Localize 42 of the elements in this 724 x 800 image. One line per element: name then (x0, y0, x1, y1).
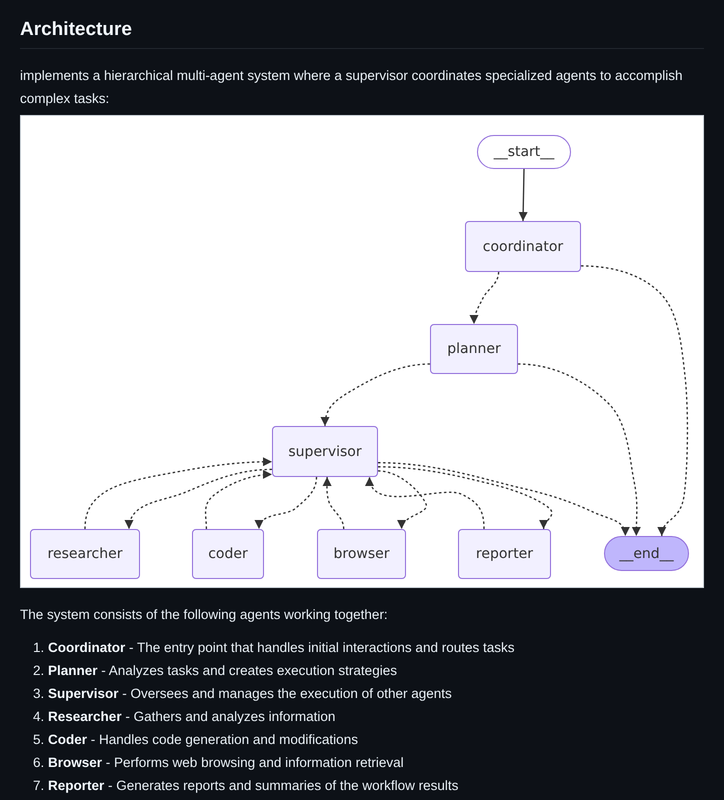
arrow (84, 457, 272, 530)
process-box (458, 529, 551, 579)
arrow (204, 470, 272, 530)
arrow (378, 462, 630, 536)
list-item: 7. Reporter - Generates reports and summaries of the workflow results (33, 777, 460, 795)
process-box (465, 221, 581, 272)
process-box (317, 529, 406, 579)
list-item: 2. Planner - Analyzes tasks and creates execution strategies (33, 662, 398, 680)
arrow (125, 468, 272, 530)
section-heading: Architecture (20, 18, 133, 42)
arrow (322, 477, 344, 530)
process-box (272, 426, 378, 477)
list-item: 1. Coordinator - The entry point that handles initial interactions and routes tasks (33, 639, 516, 657)
arrow (256, 476, 318, 530)
arrow (378, 470, 427, 530)
paragraph: implements a hierarchical multi-agent system where a supervisor coordinates specialized agents to accomplish complex tasks: (20, 67, 684, 108)
list-item: 3. Supervisor - Oversees and manages the execution of other agents (33, 685, 453, 703)
list-item: 5. Coder - Handles code generation and modifications (33, 731, 359, 749)
list-item: 4. Researcher - Gathers and analyzes information (33, 708, 336, 726)
node-label: __start__ (494, 144, 554, 160)
arrow (580, 265, 688, 536)
node-label: planner (447, 341, 501, 357)
arrow (320, 363, 430, 426)
arrow (470, 272, 500, 324)
list-item: 6. Browser - Performs web browsing and information retrieval (33, 754, 405, 772)
node-label: browser (333, 546, 390, 562)
start-terminal (477, 135, 571, 169)
arrow (378, 466, 552, 530)
node-label: __end__ (619, 546, 674, 562)
node-label: reporter (476, 546, 534, 562)
node-label: coordinator (482, 238, 564, 254)
paragraph: The system consists of the following agents working together: (20, 606, 389, 624)
node-label: supervisor (288, 444, 362, 460)
node-label: researcher (48, 546, 122, 562)
node-label: coder (208, 546, 248, 562)
process-box (192, 529, 264, 579)
process-box (30, 529, 140, 579)
process-box (430, 324, 518, 374)
arrow (518, 363, 641, 536)
arrow (518, 168, 528, 222)
arrow (366, 476, 485, 530)
end-terminal (604, 536, 689, 571)
